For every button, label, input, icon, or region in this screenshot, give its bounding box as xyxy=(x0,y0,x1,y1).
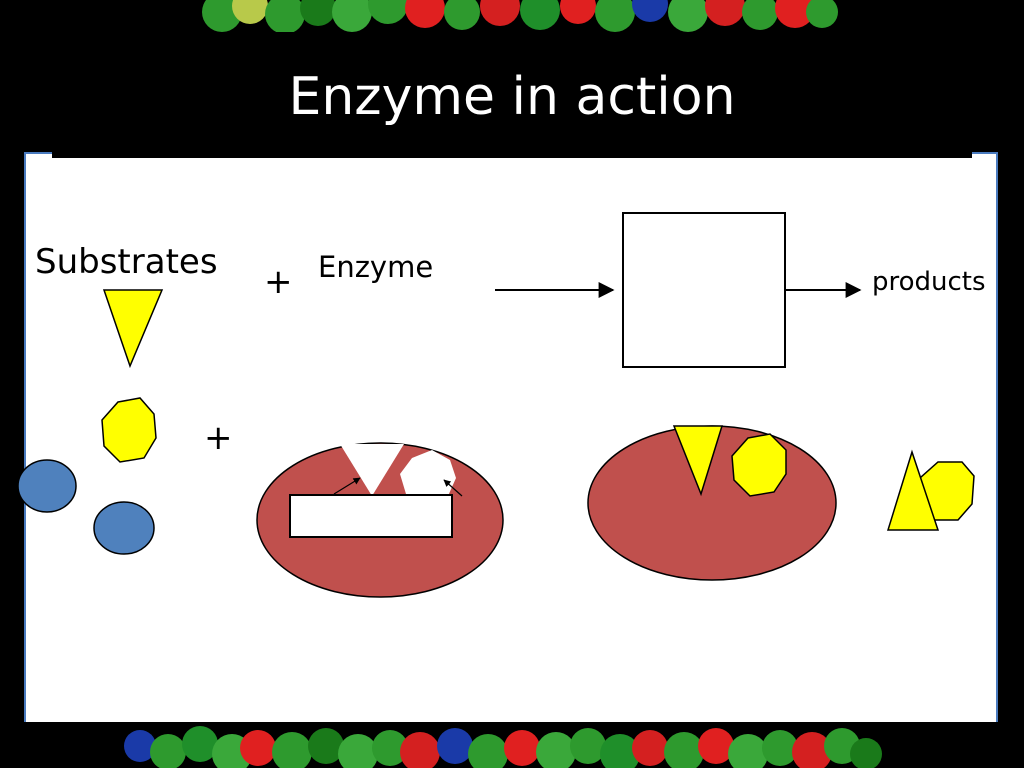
product-triangle xyxy=(886,449,940,531)
plus-sign-bottom: + xyxy=(204,418,233,458)
bound-triangle xyxy=(672,425,724,497)
molecule-background-bottom xyxy=(0,722,1024,768)
blue-molecule-left xyxy=(17,459,77,513)
bound-octagon xyxy=(731,433,787,497)
pointer-arrow-right xyxy=(443,479,463,497)
panel-top-bar xyxy=(52,150,972,158)
blue-molecule-right xyxy=(93,501,155,555)
enzyme-substrate-complex-box xyxy=(622,212,786,368)
enzyme-free xyxy=(256,442,504,598)
substrates-label: Substrates xyxy=(35,242,218,282)
diagram-panel xyxy=(24,152,998,724)
active-site-octagon xyxy=(400,450,456,502)
plus-sign-top: + xyxy=(264,262,293,302)
enzyme-substrate-complex xyxy=(587,425,837,581)
released-products xyxy=(886,449,975,531)
products-label: products xyxy=(872,267,986,297)
substrate-octagon xyxy=(101,397,157,463)
enzyme-label: Enzyme xyxy=(318,250,434,284)
active-site-triangle xyxy=(340,444,404,496)
pointer-arrow-left xyxy=(333,477,361,495)
molecule-background-top xyxy=(0,0,1024,32)
enzyme-label-box xyxy=(289,494,453,538)
substrate-triangle xyxy=(102,289,164,369)
slide-title: Enzyme in action xyxy=(288,67,736,127)
